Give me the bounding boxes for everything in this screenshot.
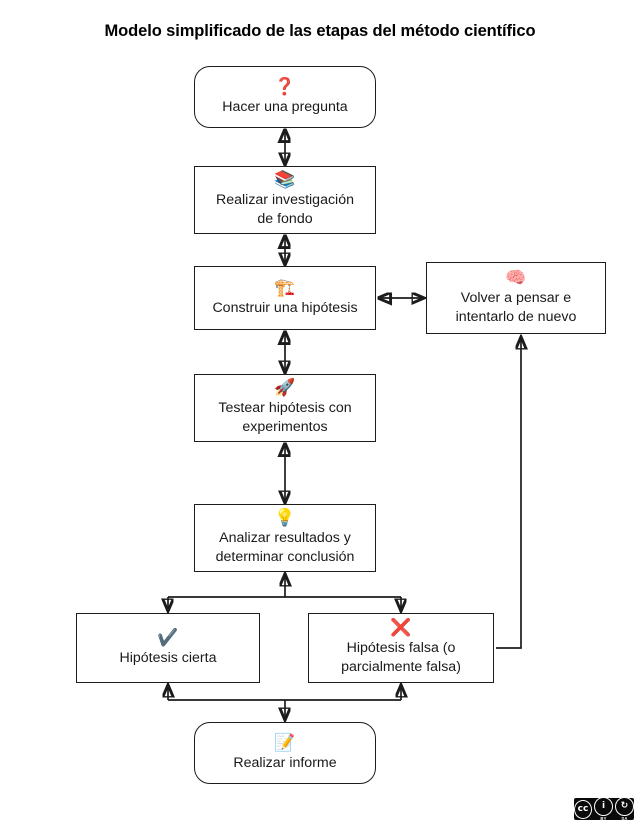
cc-by-label: BY (600, 816, 607, 821)
node-analizar-resultados[interactable]: 💡 Analizar resultados y determinar concl… (194, 504, 376, 572)
node-label: Volver a pensar e intentarlo de nuevo (455, 290, 577, 325)
node-label: Construir una hipótesis (212, 299, 358, 316)
node-construir-hipotesis[interactable]: 🏗️ Construir una hipótesis (194, 266, 376, 330)
node-hacer-pregunta[interactable]: ❓ Hacer una pregunta (194, 66, 376, 128)
books-icon: 📚 (274, 170, 296, 189)
rocket-icon: 🚀 (274, 378, 296, 397)
node-label: Hacer una pregunta (222, 98, 348, 115)
node-label: Analizar resultados y determinar conclus… (215, 530, 355, 565)
node-label: Realizar investigación de fondo (215, 192, 354, 227)
node-volver-a-pensar[interactable]: 🧠 Volver a pensar e intentarlo de nuevo (426, 262, 606, 334)
cc-by-icon: i BY (594, 797, 613, 821)
brain-icon: 🧠 (505, 268, 527, 287)
node-investigacion-fondo[interactable]: 📚 Realizar investigación de fondo (194, 166, 376, 234)
node-label: Hipótesis falsa (o parcialmente falsa) (341, 640, 461, 675)
cc-icon: cc (574, 799, 592, 819)
node-label: Testear hipótesis con experimentos (218, 400, 352, 435)
cc-by-symbol: i (594, 797, 613, 816)
cross-mark-icon: ❌ (390, 618, 412, 637)
node-hipotesis-cierta[interactable]: ✔️ Hipótesis cierta (76, 613, 260, 683)
node-realizar-informe[interactable]: 📝 Realizar informe (194, 722, 376, 784)
cc-sa-icon: ↻ SA (615, 797, 634, 821)
question-mark-icon: ❓ (274, 76, 296, 96)
cc-sa-symbol: ↻ (615, 797, 634, 816)
node-label: Realizar informe (233, 754, 337, 771)
node-testear-hipotesis[interactable]: 🚀 Testear hipótesis con experimentos (194, 374, 376, 442)
node-label: Hipótesis cierta (119, 649, 217, 666)
memo-icon: 📝 (274, 732, 296, 752)
cc-sa-label: SA (621, 816, 628, 821)
creative-commons-license-badge[interactable]: cc i BY ↻ SA (574, 797, 634, 821)
connector-falsa-volver-pensar (496, 337, 521, 649)
construction-icon: 🏗️ (274, 277, 296, 297)
page-title: Modelo simplificado de las etapas del mé… (104, 22, 536, 40)
lightbulb-icon: 💡 (274, 508, 296, 527)
node-hipotesis-falsa[interactable]: ❌ Hipótesis falsa (o parcialmente falsa) (308, 613, 494, 683)
check-mark-icon: ✔️ (157, 627, 179, 647)
